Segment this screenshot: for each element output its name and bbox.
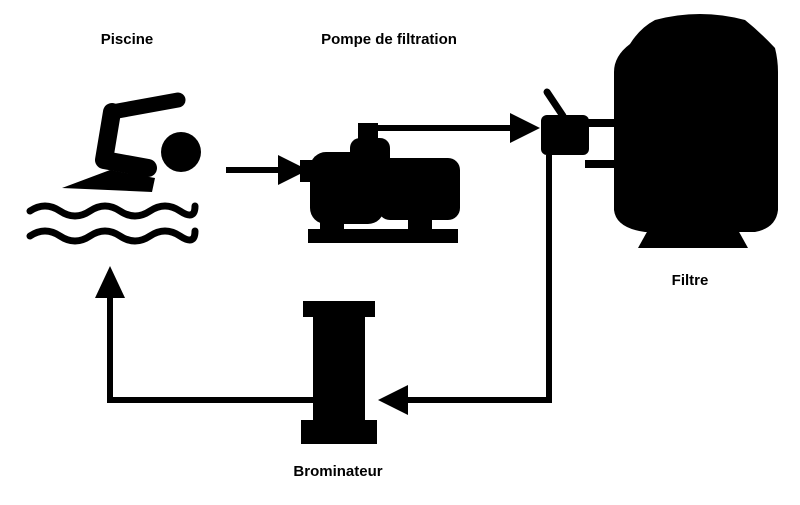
filter-label: Filtre [671, 272, 709, 289]
arrow-valve-to-brominator [378, 155, 552, 415]
arrow-brominator-to-pool [95, 266, 313, 403]
brominator-icon [301, 301, 377, 444]
pump-icon [300, 123, 460, 243]
multiport-valve-icon [541, 88, 615, 168]
sand-filter-icon [614, 14, 778, 248]
brominator-label: Brominateur [293, 463, 383, 480]
swimmer-icon [26, 92, 201, 245]
pool-label: Piscine [100, 31, 154, 48]
pump-label: Pompe de filtration [321, 31, 457, 48]
arrow-pool-to-pump [226, 155, 308, 185]
arrow-pump-to-valve [368, 113, 540, 143]
